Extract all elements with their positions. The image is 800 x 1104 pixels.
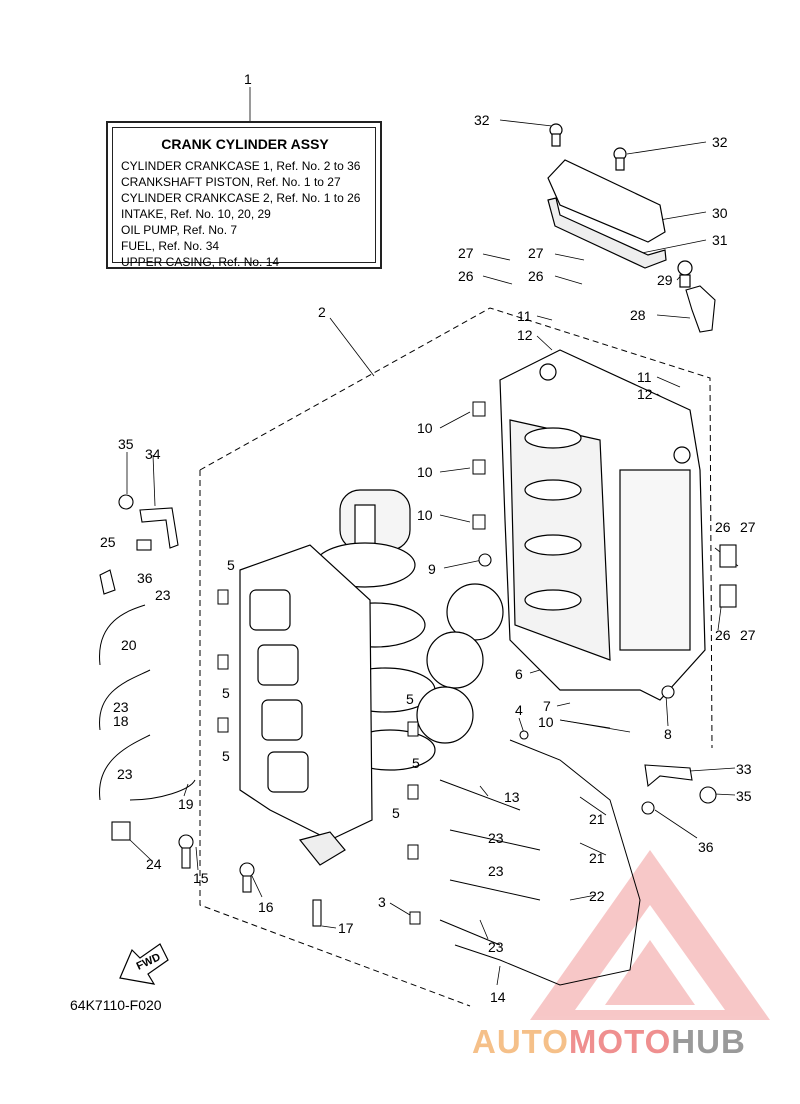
callout-label: 21 — [589, 811, 605, 827]
callout-label: 21 — [589, 850, 605, 866]
callout-label: 19 — [178, 796, 194, 812]
callout-label: 5 — [222, 748, 230, 764]
assembly-line: INTAKE, Ref. No. 10, 20, 29 — [121, 207, 271, 221]
callout-label: 27 — [740, 627, 756, 643]
callout-label: 36 — [137, 570, 153, 586]
assembly-title: CRANK CYLINDER ASSY — [161, 136, 329, 152]
callout-label: 33 — [736, 761, 752, 777]
callout-label: 30 — [712, 205, 728, 221]
callout-label: 4 — [515, 702, 523, 718]
watermark-logo — [530, 850, 770, 1020]
watermark-text: AUTOMOTOHUB — [472, 1023, 746, 1061]
watermark-part: AUTO — [472, 1023, 569, 1060]
diagram-code: 64K7110-F020 — [70, 997, 162, 1013]
callout-label: 5 — [222, 685, 230, 701]
small-parts — [99, 285, 737, 927]
callout-label: 10 — [417, 420, 433, 436]
callout-label: 10 — [538, 714, 554, 730]
crankcase-block — [499, 349, 706, 701]
callout-label: 5 — [412, 755, 420, 771]
callout-label: 27 — [528, 245, 544, 261]
callout-label: 23 — [117, 766, 133, 782]
callout-label: 15 — [193, 870, 209, 886]
callout-label: 12 — [637, 386, 653, 402]
assembly-line: UPPER CASING, Ref. No. 14 — [121, 255, 280, 269]
callout-label: 12 — [517, 327, 533, 343]
callout-label: 5 — [227, 557, 235, 573]
callout-label: 26 — [458, 268, 474, 284]
callout-label: 26 — [715, 627, 731, 643]
callout-label: 11 — [517, 308, 532, 324]
callout-label: 20 — [121, 637, 137, 653]
callout-label: 25 — [100, 534, 116, 550]
hoses — [99, 604, 641, 986]
callout-label: 18 — [113, 713, 129, 729]
callout-label: 28 — [630, 307, 646, 323]
callout-label: 23 — [155, 587, 171, 603]
callout-label: 32 — [712, 134, 728, 150]
assembly-line: CYLINDER CRANKCASE 2, Ref. No. 1 to 26 — [121, 191, 361, 205]
callout-label: 11 — [637, 369, 652, 385]
callout-label: 26 — [528, 268, 544, 284]
cylinder-head — [239, 544, 373, 866]
callout-label: 7 — [543, 698, 551, 714]
callout-label: 22 — [589, 888, 605, 904]
callout-label: 1 — [244, 71, 252, 87]
callout-label: 10 — [417, 464, 433, 480]
fittings — [217, 401, 486, 925]
callout-label: 13 — [504, 789, 520, 805]
callout-label: 14 — [490, 989, 506, 1005]
assembly-line: FUEL, Ref. No. 34 — [121, 239, 220, 253]
upper-cover — [547, 123, 693, 288]
callout-label: 35 — [736, 788, 752, 804]
callout-label: 5 — [392, 805, 400, 821]
callout-label: 23 — [488, 863, 504, 879]
callout-label: 27 — [740, 519, 756, 535]
assembly-line: CYLINDER CRANKCASE 1, Ref. No. 2 to 36 — [121, 159, 361, 173]
callout-label: 35 — [118, 436, 134, 452]
callout-label: 26 — [715, 519, 731, 535]
callout-label: 10 — [417, 507, 433, 523]
callout-label: 36 — [698, 839, 714, 855]
callout-label: 6 — [515, 666, 523, 682]
callout-label: 23 — [488, 939, 504, 955]
callout-label: 23 — [488, 830, 504, 846]
callout-label: 8 — [664, 726, 672, 742]
fwd-arrow-icon — [119, 943, 169, 985]
callout-label: 31 — [712, 232, 728, 248]
callout-label: 34 — [145, 446, 161, 462]
leader-lines — [126, 87, 739, 986]
callout-label: 3 — [378, 894, 386, 910]
callout-label: 5 — [406, 691, 414, 707]
watermark-part: HUB — [671, 1023, 746, 1060]
assembly-legend-box: CRANK CYLINDER ASSY CYLINDER CRANKCASE 1… — [106, 121, 382, 269]
callout-label: 2 — [318, 304, 326, 320]
assembly-line: OIL PUMP, Ref. No. 7 — [121, 223, 238, 237]
callout-label: 23 — [113, 699, 129, 715]
callout-label: 32 — [474, 112, 490, 128]
callout-label: 9 — [428, 561, 436, 577]
callout-label: 27 — [458, 245, 474, 261]
callout-label: 29 — [657, 272, 673, 288]
assembly-line: CRANKSHAFT PISTON, Ref. No. 1 to 27 — [121, 175, 341, 189]
subassembly-outline — [199, 307, 713, 1007]
watermark-part: MOTO — [568, 1023, 672, 1060]
callout-label: 16 — [258, 899, 274, 915]
callout-label: 24 — [146, 856, 162, 872]
callout-label: 17 — [338, 920, 354, 936]
